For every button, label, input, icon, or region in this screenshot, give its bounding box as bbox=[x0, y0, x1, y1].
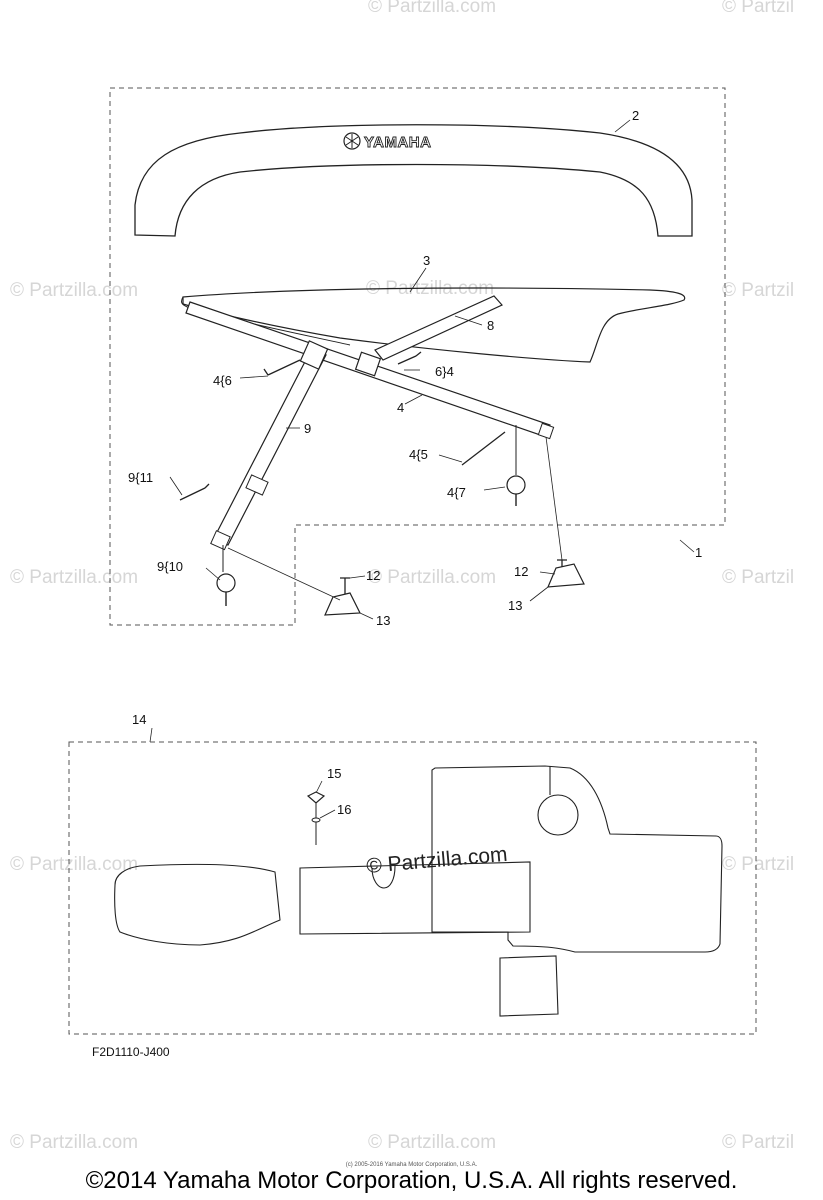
callout-8: 8 bbox=[487, 318, 494, 333]
callout-14: 14 bbox=[132, 712, 146, 727]
leg-tube-part bbox=[210, 340, 329, 551]
mat-cutout-circle bbox=[537, 794, 579, 836]
kit-14-boundary bbox=[68, 741, 757, 1035]
mat-piece-main bbox=[431, 765, 723, 953]
watermark-text: © Partzilla.com bbox=[10, 854, 138, 875]
pin-6b bbox=[397, 351, 422, 365]
knob-7 bbox=[506, 475, 526, 495]
watermark-text: © Partzil bbox=[722, 0, 794, 17]
callout-4-5: 4{5 bbox=[409, 447, 428, 462]
copyright-text: ©2014 Yamaha Motor Corporation, U.S.A. A… bbox=[85, 1167, 738, 1194]
callout-13b: 13 bbox=[508, 598, 522, 613]
callouts: 1 2 3 8 4{6 6}4 4 9 4{5 4{7 9{11 9{10 12… bbox=[128, 108, 702, 817]
pin-11 bbox=[179, 483, 210, 501]
callout-13: 13 bbox=[376, 613, 390, 628]
callout-15: 15 bbox=[327, 766, 341, 781]
watermark-text: © Partzilla.com bbox=[368, 567, 496, 588]
callout-3: 3 bbox=[423, 253, 430, 268]
mount-13b bbox=[547, 563, 585, 588]
watermark-text: © Partzilla.com bbox=[10, 280, 138, 301]
watermark-text: © Partzilla.com bbox=[10, 567, 138, 588]
screw-12 bbox=[340, 577, 350, 596]
callout-4-7: 4{7 bbox=[447, 485, 466, 500]
tower-cover-part: YAMAHA bbox=[134, 124, 693, 237]
mat-piece-deck bbox=[299, 861, 531, 935]
fastener-part bbox=[306, 791, 326, 845]
mount-13 bbox=[324, 592, 361, 616]
watermark-text: © Partzil bbox=[722, 1132, 794, 1153]
callout-2: 2 bbox=[632, 108, 639, 123]
watermark-text: © Partzil bbox=[722, 854, 794, 875]
callout-1: 1 bbox=[695, 545, 702, 560]
mat-piece-square bbox=[499, 955, 559, 1017]
watermark-text: © Partzilla.com bbox=[10, 1132, 138, 1153]
strut-part bbox=[374, 295, 503, 361]
brand-logo-text: YAMAHA bbox=[364, 134, 431, 151]
pin-5 bbox=[461, 431, 506, 466]
callout-4-6: 4{6 bbox=[213, 373, 232, 388]
callout-4: 4 bbox=[397, 400, 404, 415]
callout-16: 16 bbox=[337, 802, 351, 817]
leader-lines bbox=[149, 119, 695, 819]
knob-10 bbox=[216, 573, 236, 593]
watermark-text: © Partzil bbox=[722, 567, 794, 588]
watermark-layer: © Partzilla.com © Partzil © Partzilla.co… bbox=[10, 0, 794, 1153]
copyright-small-text: (c) 2005-2016 Yamaha Motor Corporation, … bbox=[345, 1162, 478, 1168]
frame-tube-part bbox=[185, 301, 555, 440]
hardware-group bbox=[179, 351, 585, 616]
callout-12b: 12 bbox=[514, 564, 528, 579]
callout-9-11: 9{11 bbox=[128, 470, 153, 485]
canvas-top-part bbox=[182, 287, 686, 363]
pin-6 bbox=[263, 359, 301, 376]
callout-12: 12 bbox=[366, 568, 380, 583]
mat-set bbox=[114, 765, 723, 1017]
mat-piece-seat bbox=[114, 863, 281, 946]
callout-9: 9 bbox=[304, 421, 311, 436]
callout-6-4: 6}4 bbox=[435, 364, 454, 379]
kit-1-boundary bbox=[109, 87, 726, 626]
watermark-text: © Partzilla.com bbox=[368, 0, 496, 17]
watermark-text: © Partzilla.com bbox=[368, 1132, 496, 1153]
watermark-text: © Partzil bbox=[722, 280, 794, 301]
diagram-code: F2D1110-J400 bbox=[92, 1045, 170, 1059]
watermark-overlay: © Partzilla.com bbox=[365, 843, 508, 878]
callout-9-10: 9{10 bbox=[157, 559, 183, 574]
